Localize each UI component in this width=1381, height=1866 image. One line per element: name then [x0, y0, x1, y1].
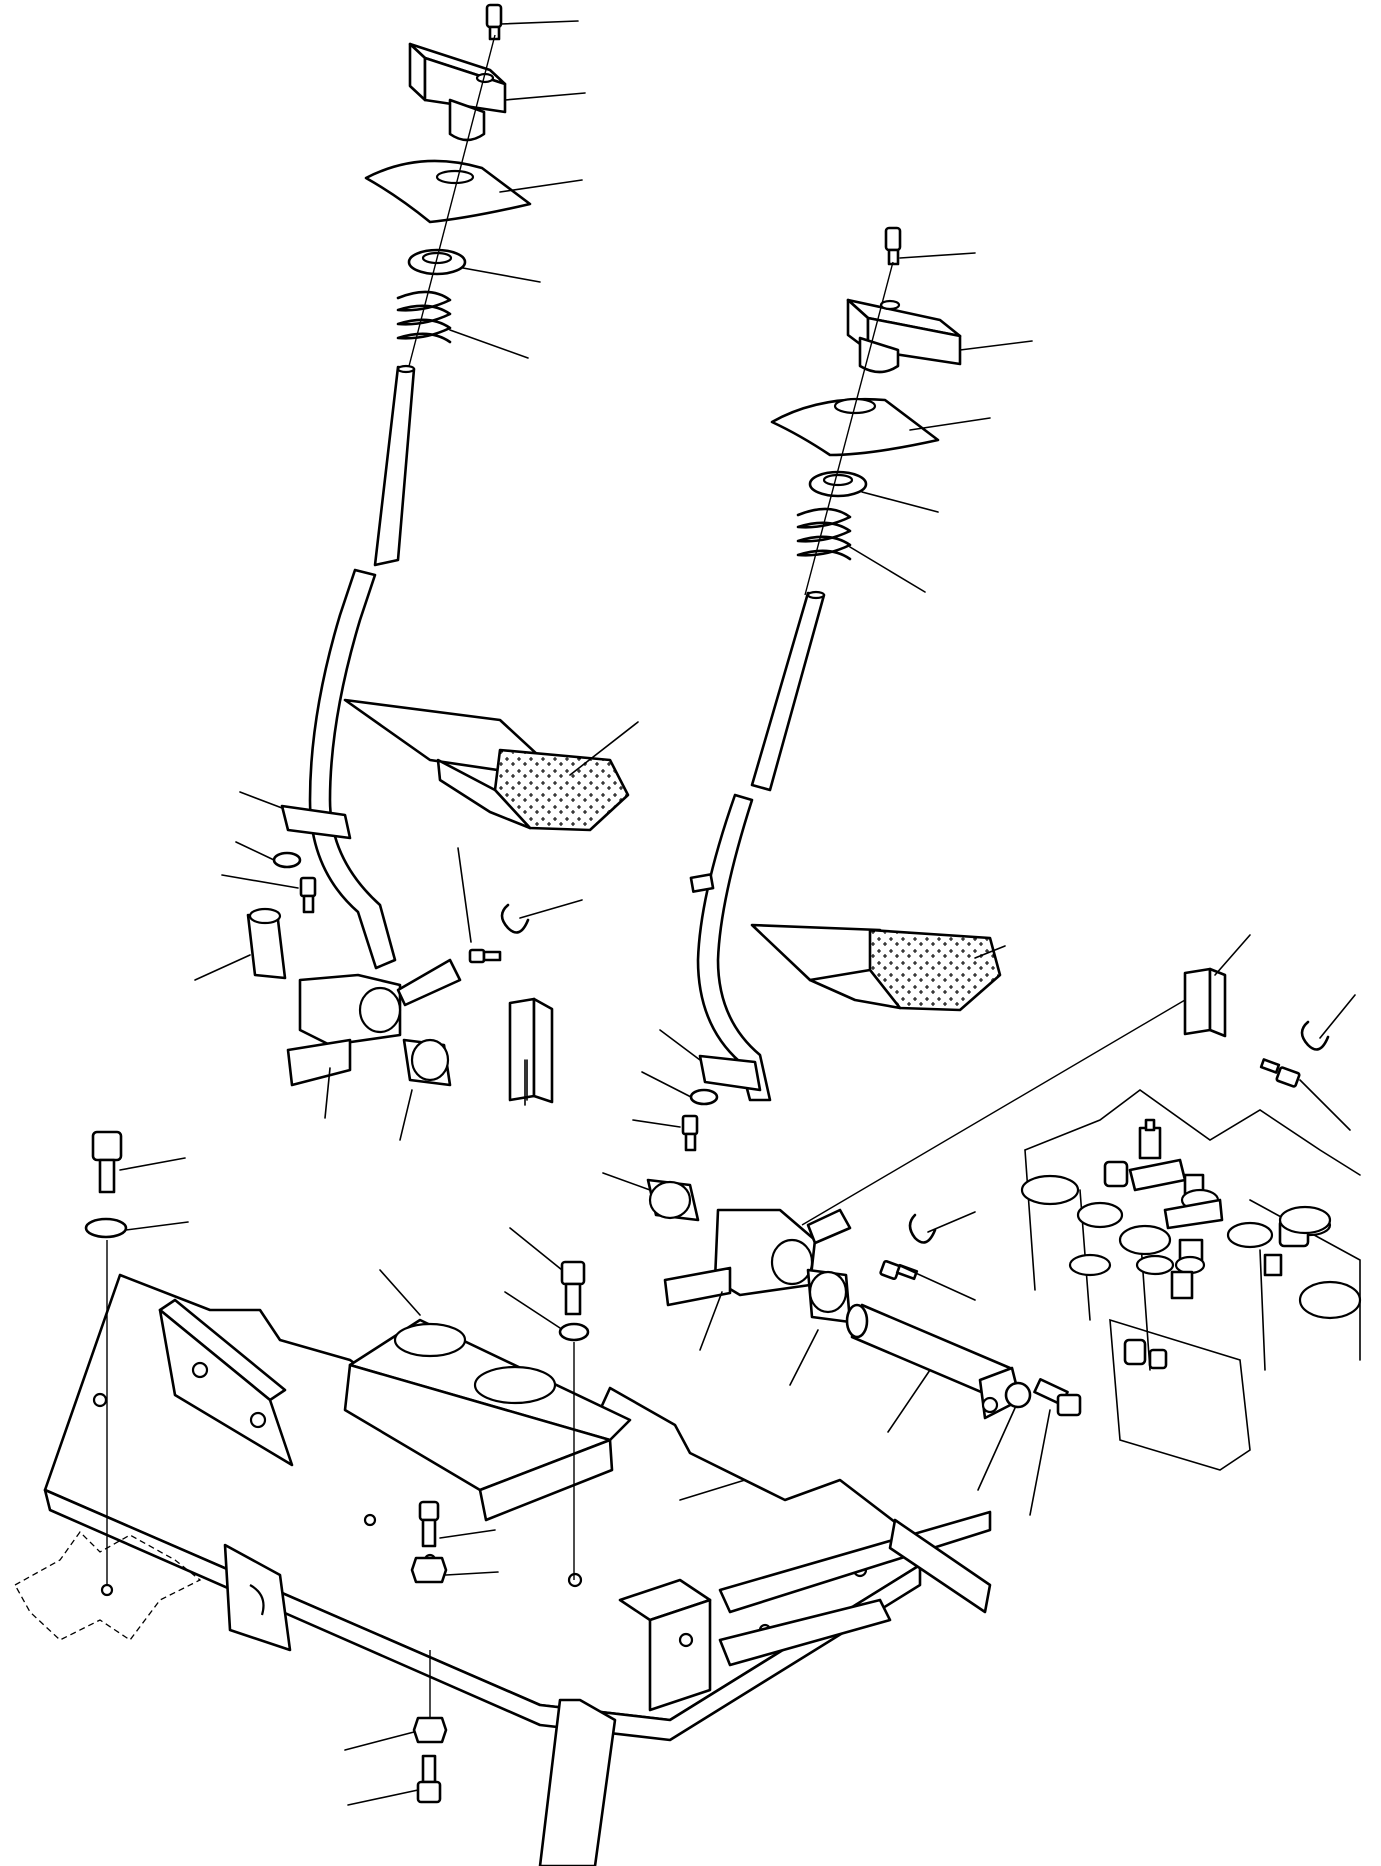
spring-left	[396, 290, 529, 359]
pin-left	[457, 847, 502, 964]
bushing-left	[407, 248, 541, 283]
frame-bolt-bottom	[344, 1650, 448, 1806]
knob-left	[408, 42, 586, 142]
console-cover	[343, 1269, 632, 1522]
left-bracket	[158, 1298, 294, 1467]
frame-bolt-top-left	[84, 1130, 189, 1590]
shaft-right	[845, 1303, 1022, 1433]
frame-leader	[679, 1479, 746, 1501]
spring-right	[796, 507, 926, 593]
washer-shaft-right	[977, 1381, 1032, 1491]
pin-center	[879, 1259, 976, 1301]
cap-screw-right	[884, 226, 976, 266]
right-lever-assembly	[602, 226, 1356, 1516]
ground-symbol	[14, 1530, 202, 1641]
pedal-right	[750, 923, 1006, 1012]
lever-rod-right	[696, 590, 826, 1102]
bolt-shaft-right	[1029, 1378, 1082, 1516]
mounting-frame	[43, 1269, 992, 1866]
left-leg	[223, 1543, 292, 1652]
hub-right	[663, 1208, 852, 1351]
bolt-left	[221, 874, 317, 914]
left-lever-assembly	[194, 3, 639, 1141]
frame-bolt-center	[410, 1500, 499, 1584]
boot-cover-right	[770, 397, 991, 457]
sleeve-left	[194, 907, 287, 981]
right-bracket	[618, 1578, 712, 1712]
sleeve-right	[602, 1172, 700, 1222]
bushing-right	[808, 470, 939, 513]
pin-right	[1259, 1058, 1351, 1131]
hub-left	[286, 958, 462, 1119]
frame-bolt-top-mid	[504, 1227, 590, 1580]
small-tab-right	[689, 873, 715, 893]
bushing-lower-right	[789, 1268, 852, 1386]
boot-cover-left	[364, 159, 583, 224]
spool-cap-3	[1263, 1205, 1332, 1277]
bushing-lower-left	[399, 1038, 452, 1141]
block-right	[659, 1029, 762, 1092]
clip-left	[500, 899, 583, 934]
washer-left	[235, 841, 302, 869]
block-left	[239, 791, 352, 840]
lever-rod-left	[308, 364, 416, 970]
pedal-left	[343, 698, 639, 832]
knob-right	[846, 298, 1033, 374]
cap-screw-left	[485, 3, 579, 41]
spool-cap-2	[1163, 1173, 1224, 1275]
clip-center	[908, 1211, 976, 1244]
valve-block-detail	[1020, 1089, 1362, 1471]
spool-cap-4	[1123, 1270, 1194, 1370]
clip-right	[1300, 994, 1356, 1051]
spool-cap-1	[1103, 1118, 1187, 1192]
clevis-left	[508, 997, 554, 1106]
bolt-right	[632, 1114, 699, 1152]
clevis-right	[801, 934, 1251, 1226]
washer-right	[641, 1071, 719, 1106]
